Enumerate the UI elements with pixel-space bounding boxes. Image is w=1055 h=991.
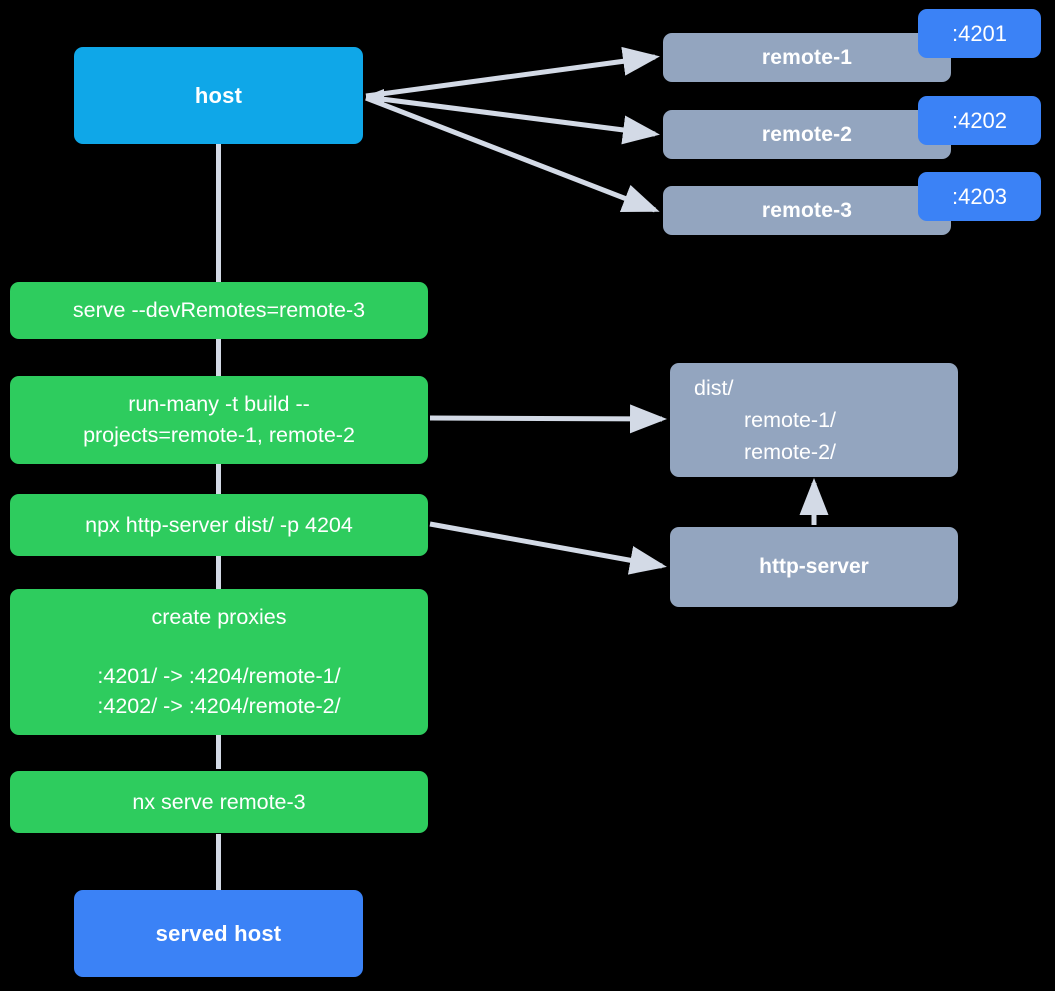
port-badge-remote-3-label: :4203 — [951, 183, 1008, 209]
dist-child-remote-2: remote-2/ — [744, 440, 837, 465]
node-command-create-proxies[interactable]: create proxies :4201/ -> :4204/remote-1/… — [10, 589, 428, 735]
connector-serve-to-runmany — [216, 338, 221, 378]
connector-runmany-to-npx — [216, 462, 221, 494]
node-remote-2[interactable]: remote-2 — [663, 110, 951, 159]
node-command-nx-serve-remote-3[interactable]: nx serve remote-3 — [10, 771, 428, 833]
arrow-host-to-remote-3 — [365, 95, 660, 213]
node-command-serve-devremotes[interactable]: serve --devRemotes=remote-3 — [10, 282, 428, 339]
node-dist-folder[interactable]: dist/ remote-1/ remote-2/ — [670, 363, 958, 477]
port-badge-remote-2[interactable]: :4202 — [918, 96, 1041, 145]
node-command-run-many-line-2: projects=remote-1, remote-2 — [83, 423, 355, 447]
node-command-nx-serve-remote-3-label: nx serve remote-3 — [132, 789, 306, 814]
arrow-host-to-remote-1 — [365, 46, 660, 99]
node-http-server[interactable]: http-server — [670, 527, 958, 607]
arrowhead-into-host — [366, 89, 384, 104]
node-remote-1-label: remote-1 — [761, 45, 853, 69]
connector-nxserve-to-servedhost — [216, 834, 221, 892]
node-served-host[interactable]: served host — [74, 890, 363, 977]
node-host[interactable]: host — [74, 47, 363, 144]
dist-child-remote-1: remote-1/ — [744, 407, 837, 432]
node-remote-2-label: remote-2 — [761, 122, 853, 146]
node-command-run-many-line-1: run-many -t build -- — [128, 392, 310, 417]
node-remote-1[interactable]: remote-1 — [663, 33, 951, 82]
node-command-npx-http-server[interactable]: npx http-server dist/ -p 4204 — [10, 494, 428, 556]
port-badge-remote-3[interactable]: :4203 — [918, 172, 1041, 221]
arrow-runmany-to-dist — [429, 404, 667, 434]
node-command-run-many-build[interactable]: run-many -t build -- projects=remote-1, … — [10, 376, 428, 464]
node-served-host-label: served host — [155, 920, 282, 946]
node-http-server-label: http-server — [759, 555, 869, 579]
arrow-npx-to-httpserver — [429, 521, 667, 575]
arrow-host-to-remote-2 — [365, 94, 660, 145]
port-badge-remote-1[interactable]: :4201 — [918, 9, 1041, 58]
port-badge-remote-1-label: :4201 — [951, 20, 1008, 46]
connector-proxies-to-nxserve — [216, 733, 221, 769]
node-command-create-proxies-title: create proxies — [151, 605, 287, 630]
node-command-serve-devremotes-label: serve --devRemotes=remote-3 — [72, 298, 366, 323]
dist-root-label: dist/ — [694, 375, 734, 400]
node-remote-3-label: remote-3 — [761, 198, 853, 222]
proxy-mapping-4201: :4201/ -> :4204/remote-1/ — [97, 663, 341, 688]
node-host-label: host — [194, 82, 243, 108]
proxy-mapping-4202: :4202/ -> :4204/remote-2/ — [97, 694, 341, 719]
connector-npx-to-proxies — [216, 554, 221, 592]
node-remote-3[interactable]: remote-3 — [663, 186, 951, 235]
connector-host-to-serve — [216, 142, 221, 284]
port-badge-remote-2-label: :4202 — [951, 107, 1008, 133]
node-command-npx-http-server-label: npx http-server dist/ -p 4204 — [85, 512, 353, 537]
